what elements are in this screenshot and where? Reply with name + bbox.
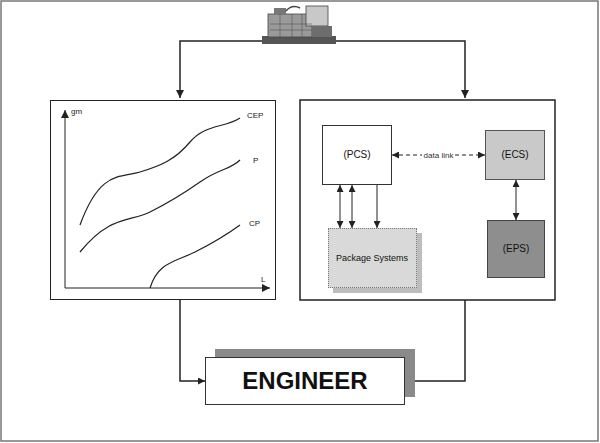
chart-plot: [65, 110, 270, 288]
curve: [80, 160, 240, 252]
inlet-duct: [274, 8, 286, 15]
flow-arrow: [336, 41, 465, 98]
actor-box: ENGINEER: [205, 357, 405, 405]
node-label: (PCS): [343, 149, 370, 161]
node-label: (EPS): [503, 243, 530, 255]
axis-label: gm: [71, 107, 82, 116]
process-box: (ECS): [485, 130, 545, 180]
process-box: (PCS): [322, 125, 392, 185]
axis-label: CEP: [247, 111, 263, 120]
edge-label: data link: [422, 151, 456, 160]
axis-label: L: [261, 275, 265, 284]
flow-arrow: [407, 300, 465, 381]
connector-arrow: [340, 185, 341, 228]
axis-label: CP: [249, 219, 260, 228]
process-box: (EPS): [487, 220, 545, 278]
pipe: [286, 7, 300, 11]
generator: [312, 26, 332, 37]
x-axis: [65, 288, 270, 289]
connector-arrow: [377, 185, 378, 228]
node-label: ENGINEER: [242, 367, 367, 395]
y-axis: [65, 110, 66, 288]
node-label: (ECS): [501, 149, 528, 161]
axis-label: P: [253, 156, 258, 165]
flow-arrow: [180, 41, 262, 98]
chart-panel: gm CEP P CP L: [50, 100, 276, 300]
control-cabinet: [306, 6, 328, 26]
node-label: Package Systems: [336, 253, 408, 263]
turbine-housing: [268, 14, 312, 37]
process-box: Package Systems: [328, 228, 417, 288]
systems-panel: [300, 100, 555, 300]
connector-arrow: [180, 300, 205, 381]
housing-panels: [270, 14, 312, 37]
gas-turbine-package: [262, 6, 336, 44]
curve: [80, 118, 240, 225]
curve: [150, 225, 240, 288]
connector-arrow: [516, 180, 517, 220]
connector-arrow: [352, 185, 353, 228]
